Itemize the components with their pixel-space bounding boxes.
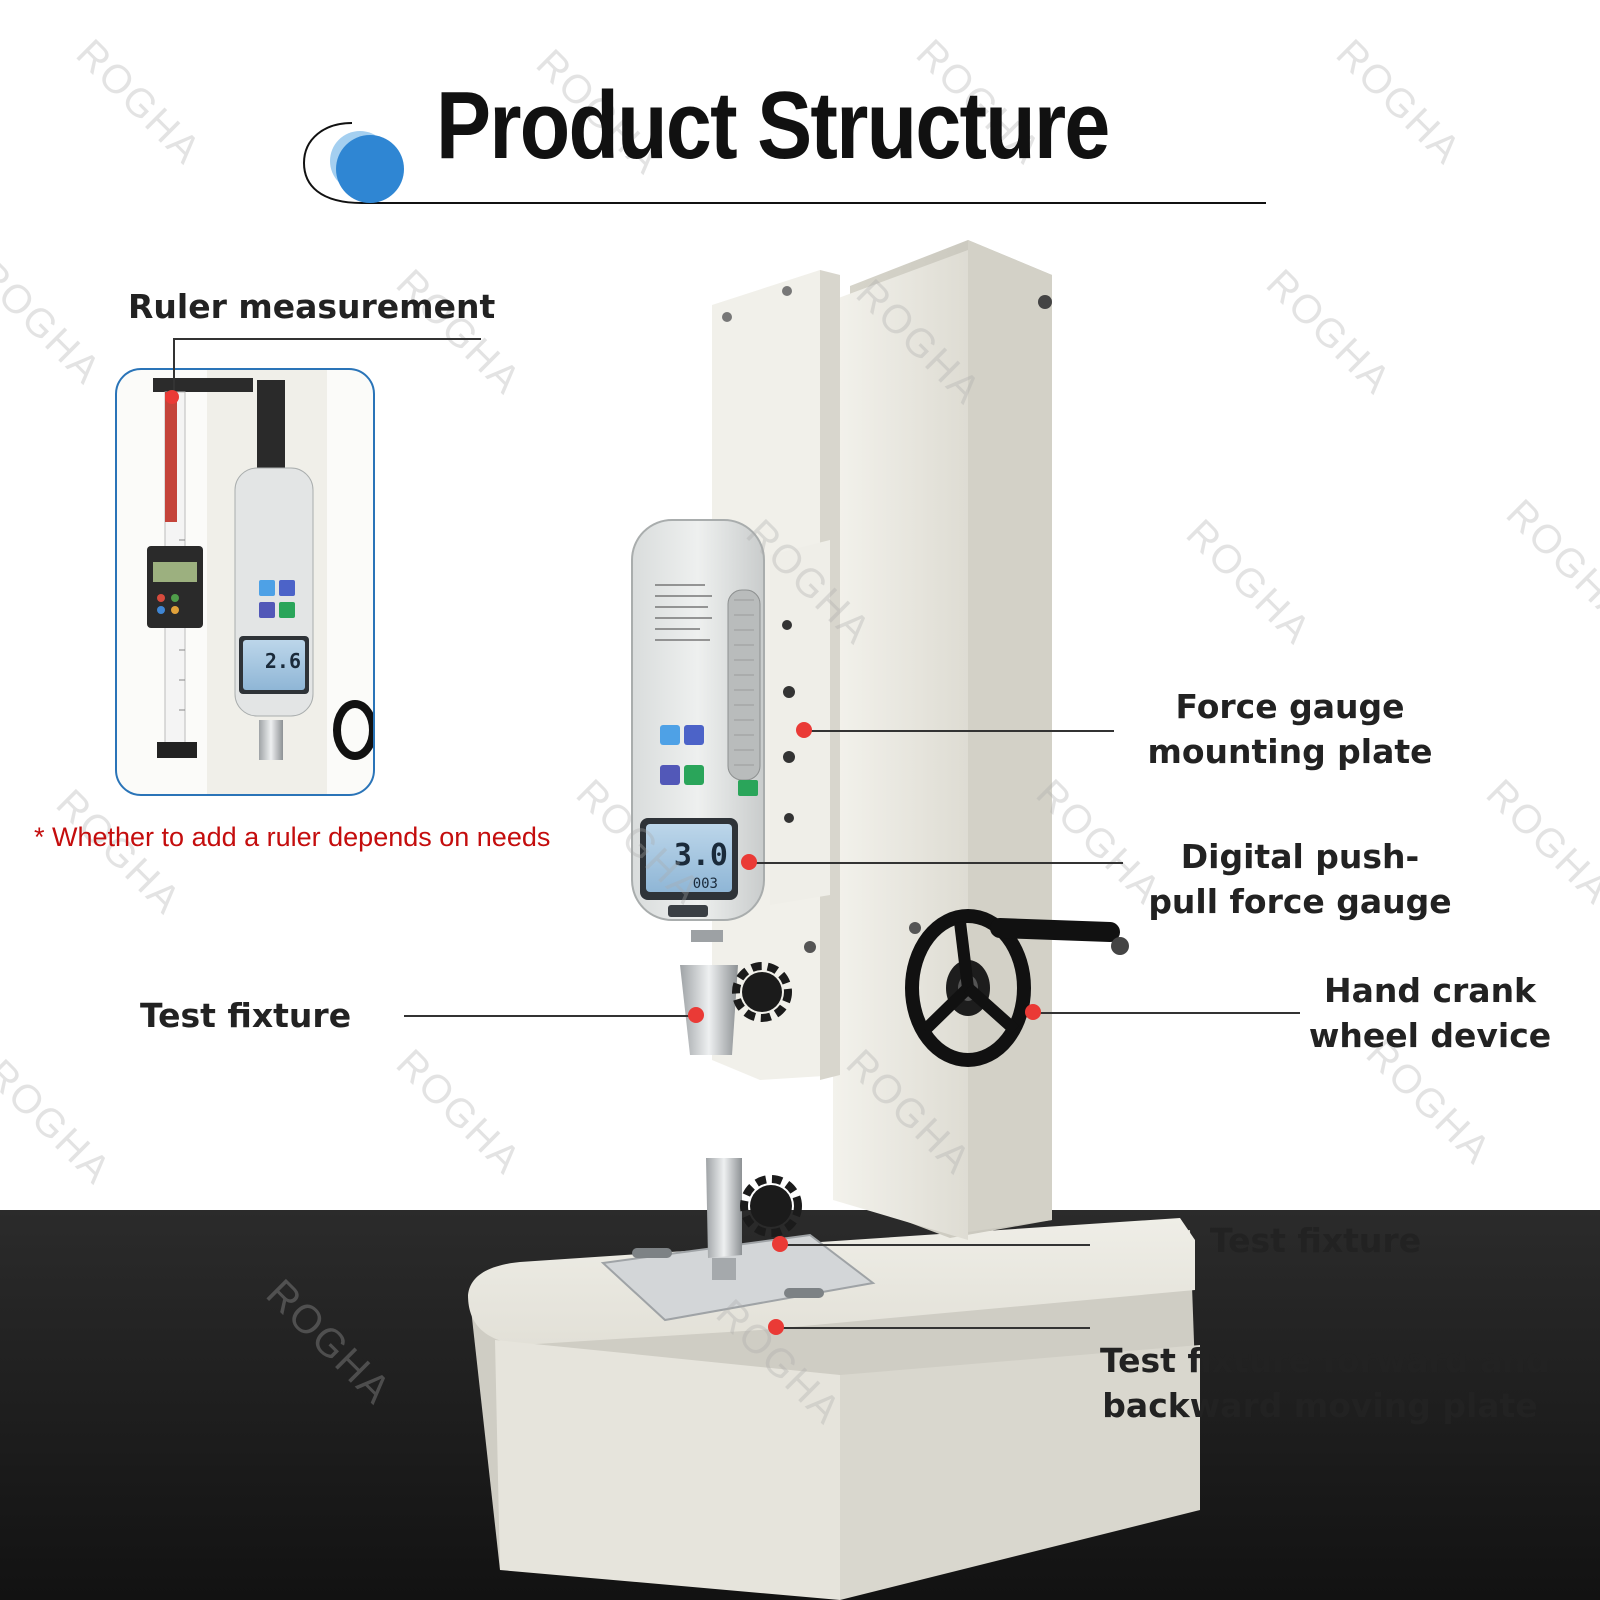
mounting-plate-label-line: mounting plate [1147, 732, 1433, 771]
callout-dot [796, 722, 812, 738]
ruler-note: * Whether to add a ruler depends on need… [34, 822, 551, 852]
hand-crank-callout-line [1033, 1012, 1300, 1014]
ruler-inset-illustration: 2.6 [147, 370, 373, 794]
callout-dot [772, 1236, 788, 1252]
lower-fixture-callout-line [780, 1244, 1090, 1246]
hand-crank-label: Hand crank wheel device [1300, 968, 1560, 1058]
force-gauge-label-line: Digital push- [1180, 837, 1420, 876]
lower-fixture-label: Test fixture [1210, 1221, 1422, 1260]
moving-plate-label-line: Test fixture forward and [1100, 1341, 1550, 1380]
title-decoration [302, 122, 1266, 204]
force-gauge-label-line: pull force gauge [1148, 882, 1452, 921]
mounting-plate-label-line: Force gauge [1175, 687, 1405, 726]
base-lip [495, 1340, 840, 1600]
force-gauge-label: Digital push- pull force gauge [1140, 834, 1460, 924]
mounting-plate-label: Force gauge mounting plate [1140, 684, 1440, 774]
moving-plate-label: Test fixture forward and backward moving… [1100, 1338, 1550, 1428]
ruler-measurement-label: Ruler measurement [128, 287, 496, 326]
force-gauge-callout-line [749, 862, 1123, 864]
hand-crank-label-line: wheel device [1308, 1016, 1552, 1055]
ruler-callout-line [173, 338, 481, 340]
page-title: Product Structure [436, 72, 1110, 179]
hand-crank-label-line: Hand crank [1323, 971, 1537, 1010]
inset-gauge-reading: 2.6 [265, 649, 301, 673]
hand-crank-wheel [905, 909, 1129, 1067]
callout-dot [741, 854, 757, 870]
gauge-lcd [646, 824, 732, 892]
upper-fixture-label: Test fixture [140, 996, 352, 1035]
gauge-reading: 3.0 [674, 838, 728, 873]
moving-plate-label-line: backward moving plate [1102, 1386, 1538, 1425]
lower-fixture [706, 1158, 742, 1258]
mounting-plate-callout-line [804, 730, 1114, 732]
gauge-sub-reading: 003 [693, 876, 718, 892]
callout-dot [1025, 1004, 1041, 1020]
upper-fixture [680, 965, 738, 1055]
ruler-inset: 2.6 [115, 368, 375, 796]
column [833, 250, 968, 1240]
upper-fixture-callout-line [404, 1015, 694, 1017]
moving-plate-callout-line [776, 1327, 1090, 1329]
callout-dot [688, 1007, 704, 1023]
ruler-callout-line [173, 338, 175, 390]
callout-dot [768, 1319, 784, 1335]
